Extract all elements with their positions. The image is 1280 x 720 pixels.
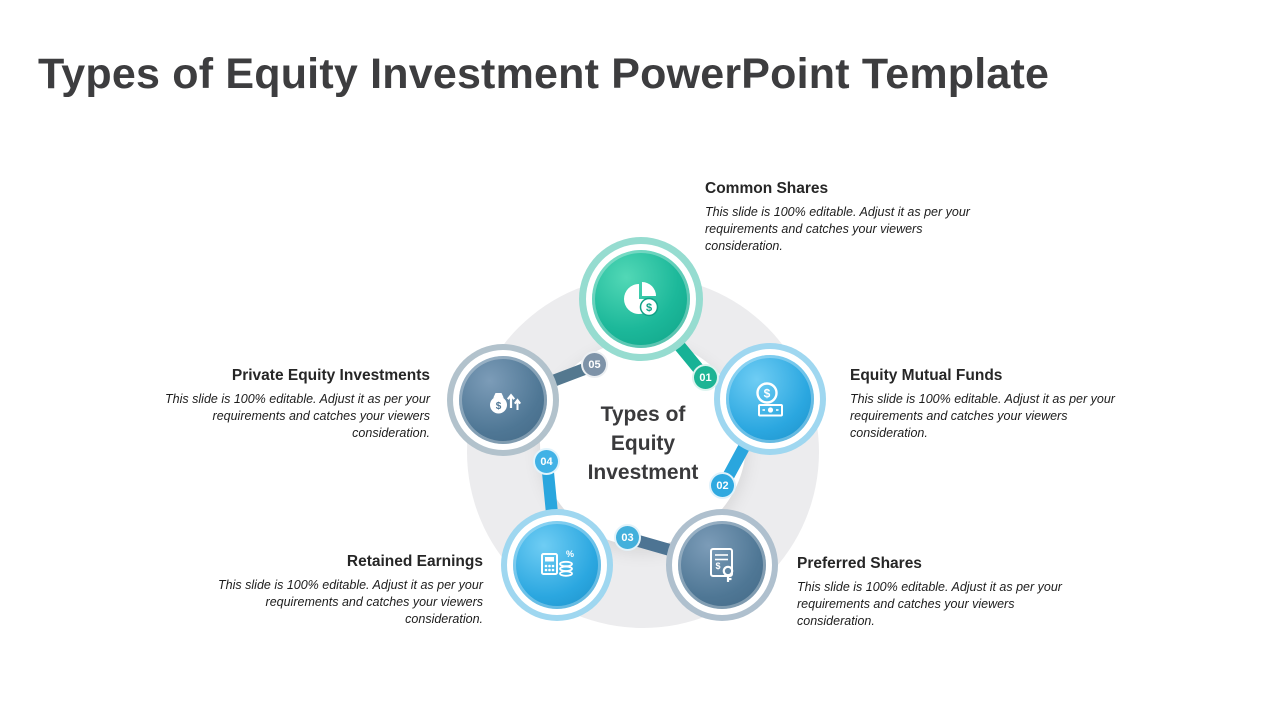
node-circle: % xyxy=(513,521,601,609)
step-badge-01: 01 xyxy=(692,364,719,391)
item-description: This slide is 100% editable. Adjust it a… xyxy=(850,392,1115,440)
node-circle: $ xyxy=(592,250,690,348)
svg-text:$: $ xyxy=(496,401,502,412)
page-title: Types of Equity Investment PowerPoint Te… xyxy=(38,50,1050,98)
svg-text:$: $ xyxy=(764,387,771,401)
step-badge-02: 02 xyxy=(709,472,736,499)
item-label: Retained Earnings xyxy=(346,553,483,570)
step-badge-05: 05 xyxy=(581,351,608,378)
item-label: Equity Mutual Funds xyxy=(850,367,1003,384)
item-description: This slide is 100% editable. Adjust it a… xyxy=(705,205,970,253)
node-circle: $ xyxy=(459,356,547,444)
dollar-coin-cash-icon: $ xyxy=(756,382,783,417)
svg-text:$: $ xyxy=(715,561,720,571)
calculator-coins-icon: % xyxy=(541,549,574,577)
item-description: This slide is 100% editable. Adjust it a… xyxy=(165,392,430,440)
item-label: Private Equity Investments xyxy=(231,367,430,384)
item-description: This slide is 100% editable. Adjust it a… xyxy=(218,578,483,626)
item-block-private-equity-investments: Private Equity Investments This slide is… xyxy=(140,367,430,442)
item-block-retained-earnings: Retained Earnings This slide is 100% edi… xyxy=(195,553,483,628)
share-certificate-key-icon: $ xyxy=(710,548,734,582)
item-label: Common Shares xyxy=(705,180,829,197)
item-block-preferred-shares: Preferred Shares This slide is 100% edit… xyxy=(797,555,1092,630)
step-badge-04: 04 xyxy=(533,448,560,475)
svg-text:%: % xyxy=(566,549,574,559)
node-circle: $ xyxy=(726,355,814,443)
item-block-equity-mutual-funds: Equity Mutual Funds This slide is 100% e… xyxy=(850,367,1145,442)
pie-chart-coin-icon: $ xyxy=(624,282,659,317)
item-label: Preferred Shares xyxy=(797,555,922,572)
step-badge-03: 03 xyxy=(614,524,641,551)
item-block-common-shares: Common Shares This slide is 100% editabl… xyxy=(705,180,1000,255)
node-circle: $ xyxy=(678,521,766,609)
svg-text:$: $ xyxy=(646,302,652,314)
money-bag-growth-icon: $ xyxy=(490,393,521,414)
center-title: Types of Equity Investment xyxy=(587,402,699,484)
item-description: This slide is 100% editable. Adjust it a… xyxy=(797,580,1062,628)
